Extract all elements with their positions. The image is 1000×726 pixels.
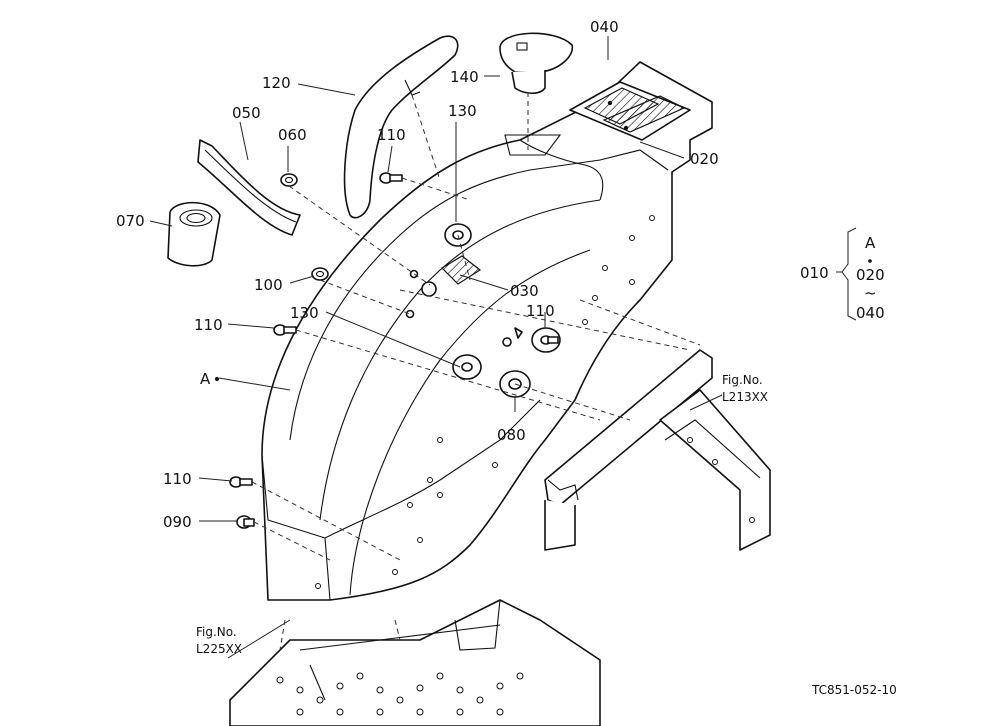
set-range-tilde: ~ bbox=[864, 284, 877, 302]
figure-ref-line1: Fig.No. bbox=[196, 625, 237, 639]
knob-part bbox=[499, 32, 574, 95]
label-040: 040 bbox=[590, 18, 619, 36]
label-130: 130 bbox=[290, 304, 319, 322]
figure-ref-line2: L213XX bbox=[722, 390, 768, 404]
figure-ref-l213: Fig.No. L213XX bbox=[722, 373, 768, 404]
label-110: 110 bbox=[377, 126, 406, 144]
label-060: 060 bbox=[278, 126, 307, 144]
fender-panel bbox=[261, 61, 713, 601]
label-020: 020 bbox=[690, 150, 719, 168]
label-070: 070 bbox=[116, 212, 145, 230]
label-110: 110 bbox=[194, 316, 223, 334]
leader-lines bbox=[149, 36, 723, 659]
label-050: 050 bbox=[232, 104, 261, 122]
figure-ref-l225: Fig.No. L225XX bbox=[196, 625, 242, 656]
label-a: A bbox=[200, 370, 211, 388]
set-assembly-number: 010 bbox=[800, 264, 829, 282]
floor-plate bbox=[229, 599, 601, 726]
figure-ref-line2: L225XX bbox=[196, 642, 242, 656]
handle-grip-part bbox=[343, 35, 459, 219]
label-120: 120 bbox=[262, 74, 291, 92]
set-ref-letter: A bbox=[865, 234, 876, 252]
set-range-from: 020 bbox=[856, 266, 885, 284]
part-labels: 120 050 060 110 130 140 040 020 070 100 … bbox=[116, 18, 719, 531]
drawing-code: TC851-052-10 bbox=[811, 683, 897, 697]
label-110: 110 bbox=[526, 302, 555, 320]
label-140: 140 bbox=[450, 68, 479, 86]
label-100: 100 bbox=[254, 276, 283, 294]
label-030: 030 bbox=[510, 282, 539, 300]
cup-part bbox=[167, 201, 221, 267]
label-110: 110 bbox=[163, 470, 192, 488]
set-range-to: 040 bbox=[856, 304, 885, 322]
assembly-lines bbox=[251, 92, 701, 651]
label-090: 090 bbox=[163, 513, 192, 531]
bracket-assembly bbox=[544, 349, 771, 551]
set-reference: 010 A 020 ~ 040 bbox=[800, 227, 885, 322]
figure-ref-line1: Fig.No. bbox=[722, 373, 763, 387]
label-080: 080 bbox=[497, 426, 526, 444]
cover-strip-part bbox=[197, 139, 301, 236]
label-130: 130 bbox=[448, 102, 477, 120]
